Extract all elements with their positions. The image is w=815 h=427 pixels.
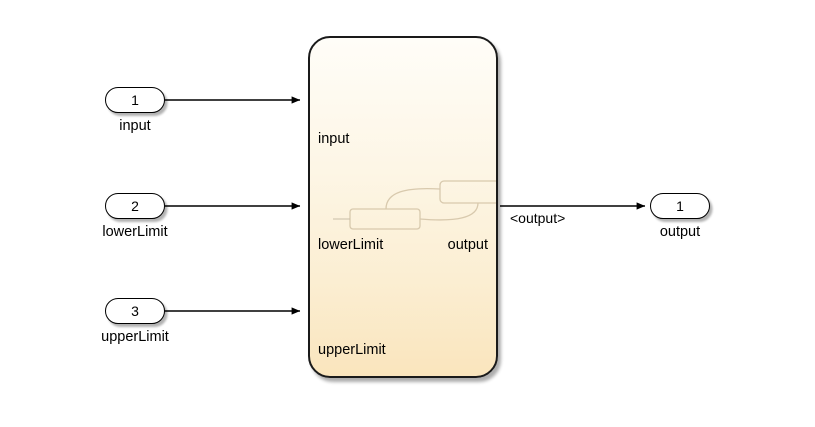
inport-block-2[interactable]: 2: [105, 193, 165, 219]
inport-block-3[interactable]: 3: [105, 298, 165, 324]
outport-number-1: 1: [676, 198, 684, 214]
inport-caption-1: input: [119, 118, 151, 134]
chart-input-label-input: input: [318, 131, 350, 147]
inport-number-2: 2: [131, 198, 139, 214]
signal-label-output: <output>: [510, 210, 566, 226]
inport-number-3: 3: [131, 303, 139, 319]
inport-caption-2: lowerLimit: [102, 224, 168, 240]
chart-output-label-output: output: [447, 237, 488, 253]
outport-block-1[interactable]: 1: [650, 193, 710, 219]
chart-input-label-lowerlimit: lowerLimit: [318, 237, 384, 253]
chart-input-label-upperlimit: upperLimit: [318, 342, 386, 358]
inport-caption-3: upperLimit: [101, 329, 169, 345]
inport-block-1[interactable]: 1: [105, 87, 165, 113]
inport-number-1: 1: [131, 92, 139, 108]
stateflow-chart-block[interactable]: input lowerLimit upperLimit output: [308, 36, 498, 378]
stateflow-chart-icon: [333, 180, 496, 230]
outport-caption-1: output: [659, 224, 701, 240]
